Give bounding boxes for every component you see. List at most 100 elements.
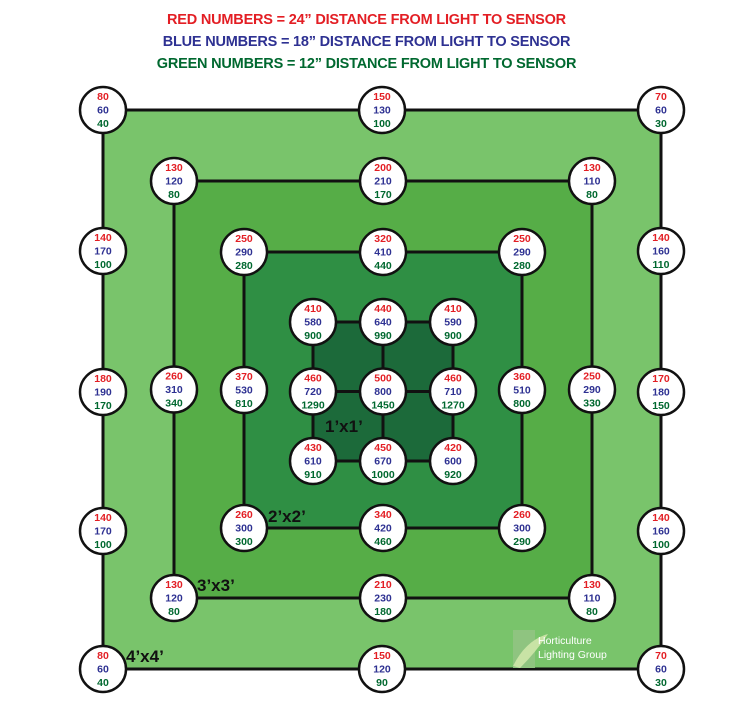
reading-18in: 610 — [304, 456, 322, 468]
reading-circle — [358, 367, 408, 416]
reading-24in: 440 — [374, 303, 392, 315]
reading-circle — [219, 503, 269, 553]
reading-circle — [358, 573, 408, 623]
reading-12in: 100 — [94, 259, 112, 271]
reading-circle — [149, 365, 199, 414]
reading-18in: 110 — [584, 176, 601, 188]
reading-18in: 120 — [373, 664, 391, 676]
reading-12in: 460 — [374, 536, 392, 548]
reading-12in: 440 — [374, 260, 392, 272]
reading-24in: 140 — [94, 512, 112, 524]
reading-12in: 90 — [376, 677, 388, 689]
reading-18in: 510 — [513, 385, 531, 397]
reading-circle — [636, 226, 686, 276]
logo-line2: Lighting Group — [538, 649, 607, 661]
reading-24in: 250 — [583, 371, 601, 383]
legend-green-line: GREEN NUMBERS = 12” DISTANCE FROM LIGHT … — [156, 56, 577, 72]
reading-24in: 170 — [652, 373, 670, 385]
reading-18in: 110 — [584, 593, 601, 605]
logo-leaf-icon — [513, 634, 548, 668]
reading-circle — [497, 365, 547, 415]
reading-24in: 500 — [374, 373, 392, 385]
reading-18in: 300 — [513, 523, 531, 535]
reading-circle — [358, 156, 408, 206]
reading-12in: 80 — [168, 189, 180, 201]
reading-18in: 60 — [97, 664, 109, 676]
reading-circle — [636, 367, 686, 417]
reading-12in: 990 — [374, 330, 392, 342]
reading-24in: 340 — [374, 509, 392, 521]
reading-12in: 1290 — [301, 400, 325, 412]
reading-12in: 900 — [304, 330, 322, 342]
reading-18in: 130 — [373, 105, 391, 117]
reading-18in: 60 — [97, 105, 109, 117]
reading-24in: 80 — [97, 91, 109, 103]
reading-24in: 410 — [444, 303, 462, 315]
reading-24in: 70 — [655, 91, 667, 103]
reading-circle — [149, 573, 199, 623]
reading-12in: 30 — [655, 118, 667, 130]
reading-12in: 80 — [586, 606, 598, 618]
reading-24in: 140 — [652, 512, 670, 524]
reading-circle — [357, 644, 407, 694]
reading-24in: 260 — [235, 509, 253, 521]
reading-18in: 170 — [94, 526, 112, 538]
reading-24in: 460 — [444, 373, 462, 385]
reading-12in: 280 — [513, 260, 531, 272]
reading-12in: 800 — [513, 398, 531, 410]
reading-24in: 250 — [235, 233, 253, 245]
square-label-4x4: 4’x4’ — [126, 647, 164, 666]
reading-18in: 710 — [444, 386, 462, 398]
reading-circle — [219, 365, 269, 415]
reading-18in: 120 — [165, 593, 183, 605]
reading-18in: 720 — [304, 386, 322, 398]
reading-12in: 290 — [513, 536, 531, 548]
reading-12in: 1270 — [441, 400, 465, 412]
reading-circle — [636, 506, 686, 556]
reading-circle — [78, 85, 128, 135]
reading-circle — [567, 573, 617, 623]
reading-circle — [149, 156, 199, 206]
reading-circle — [497, 227, 547, 277]
reading-18in: 160 — [652, 526, 670, 538]
reading-12in: 40 — [97, 677, 109, 689]
reading-24in: 80 — [97, 650, 109, 662]
reading-12in: 80 — [168, 606, 180, 618]
reading-24in: 430 — [304, 442, 322, 454]
reading-circle — [288, 436, 338, 486]
reading-18in: 290 — [235, 247, 253, 259]
reading-24in: 360 — [513, 371, 531, 383]
reading-circle — [567, 156, 617, 206]
reading-24in: 260 — [513, 509, 531, 521]
reading-circle — [636, 85, 686, 135]
reading-18in: 60 — [655, 105, 667, 117]
reading-18in: 290 — [583, 384, 601, 396]
reading-12in: 80 — [586, 189, 598, 201]
reading-24in: 140 — [94, 232, 112, 244]
reading-18in: 300 — [235, 523, 253, 535]
reading-18in: 410 — [374, 247, 392, 259]
reading-12in: 1450 — [371, 400, 395, 412]
reading-24in: 450 — [374, 442, 392, 454]
reading-12in: 300 — [235, 536, 253, 548]
reading-circle — [358, 503, 408, 553]
reading-18in: 210 — [374, 176, 392, 188]
reading-circle — [78, 226, 128, 276]
reading-circle — [288, 367, 338, 416]
